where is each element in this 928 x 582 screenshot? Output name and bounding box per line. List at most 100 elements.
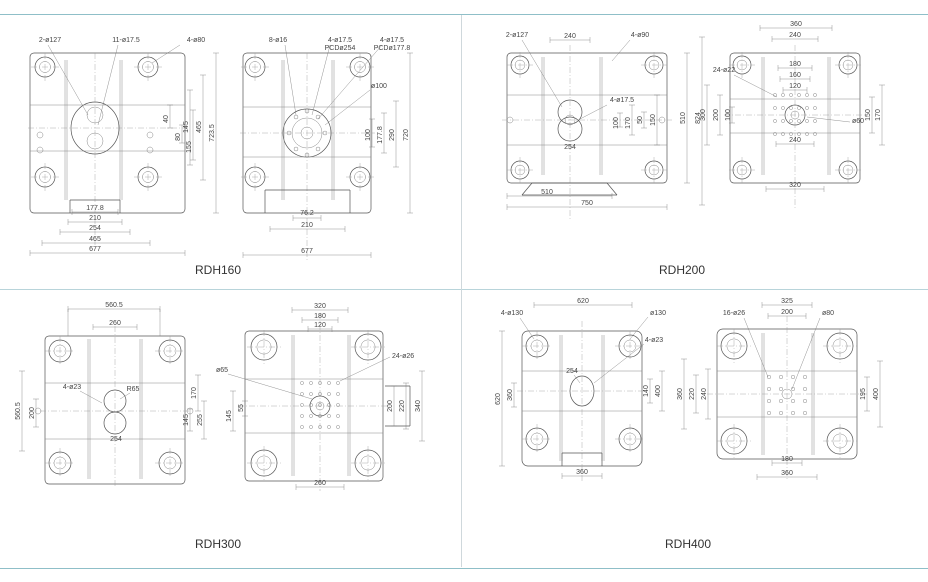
dimension-label: 4-ø90 [631, 32, 649, 39]
dimension-label: 465 [196, 121, 203, 133]
dimension-label: 4-ø17.5 [610, 97, 634, 104]
line [521, 182, 533, 196]
bore-hole [805, 93, 809, 97]
bore-hole [658, 116, 666, 124]
dimension-label: 240 [564, 33, 576, 40]
line [284, 44, 297, 116]
line [743, 317, 769, 378]
line [606, 182, 618, 196]
dimension-label: 4-ø17.5 [380, 37, 404, 44]
dimension-label: 11-ø17.5 [112, 37, 140, 44]
bore-hole [813, 119, 817, 123]
dimension-label: 360 [781, 470, 793, 477]
dimension-label: 254 [564, 144, 576, 151]
dimension-label: 220 [689, 388, 696, 400]
dimension-label: 195 [860, 388, 867, 400]
bore-hole [805, 119, 809, 123]
bore-hole [802, 386, 808, 392]
bore-hole [789, 132, 793, 136]
dimension-label: 2-ø127 [39, 37, 61, 44]
dimension-label: 4-ø130 [501, 310, 523, 317]
line [791, 317, 821, 390]
bore-hole [336, 392, 340, 396]
dimension-label: 170 [625, 117, 632, 129]
dimension-label: PCDø254 [325, 45, 356, 52]
dimension-label: 200 [713, 109, 720, 121]
dimension-label: 24-ø26 [392, 353, 414, 360]
bore-hole [315, 114, 321, 120]
bore-hole [766, 374, 772, 380]
caption-rdh200: RDH200 [658, 263, 706, 277]
dimension-label: 320 [789, 182, 801, 189]
dimension-label: 177.8 [86, 205, 104, 212]
dimension-label: 620 [495, 393, 502, 405]
caption-rdh400: RDH400 [664, 537, 712, 551]
dimension-label: 254 [110, 436, 122, 443]
bore-hole [797, 119, 801, 123]
dimension-label: ø130 [650, 310, 666, 317]
bore-hole [781, 106, 785, 110]
bore-hole [309, 381, 313, 385]
dimension-label: 40 [163, 115, 170, 123]
bore-hole [778, 410, 784, 416]
bore-hole [146, 131, 154, 139]
bore-hole [802, 374, 808, 380]
bore-hole [336, 414, 340, 418]
line [119, 392, 131, 400]
line [97, 44, 119, 126]
bore-hole [318, 425, 322, 429]
dimension-label: 177.8 [377, 126, 384, 144]
dimension-label: 4-ø23 [63, 384, 81, 391]
bore-hole [327, 381, 331, 385]
bore-hole [778, 386, 784, 392]
bore-hole [309, 414, 313, 418]
bore-hole [790, 410, 796, 416]
bore-hole [322, 130, 328, 136]
dimension-label: 240 [789, 32, 801, 39]
dimension-label: 2-ø127 [506, 32, 528, 39]
bore-hole [309, 425, 313, 429]
dimension-label: 76.2 [300, 210, 314, 217]
dimension-label: 325 [781, 298, 793, 305]
dimension-label: 50 [637, 116, 644, 124]
dimension-label: 8-ø16 [269, 37, 287, 44]
dimension-label: 510 [680, 112, 687, 124]
dimension-label: 677 [301, 248, 313, 255]
line [324, 89, 371, 126]
dimension-label: ø100 [371, 83, 387, 90]
dimension-label: 360 [507, 389, 514, 401]
bore-hole [766, 410, 772, 416]
dimension-label: 560.5 [15, 402, 22, 420]
dimension-label: 360 [677, 388, 684, 400]
bore-hole [789, 106, 793, 110]
bore-hole [790, 398, 796, 404]
dimension-label: 180 [789, 61, 801, 68]
bore-hole [34, 407, 42, 415]
bore-hole [336, 381, 340, 385]
dimension-label: 400 [873, 388, 880, 400]
line [611, 39, 631, 62]
bore-hole [293, 114, 299, 120]
dimension-label: 720 [403, 129, 410, 141]
bore-hole [773, 132, 777, 136]
dimension-label: 170 [191, 387, 198, 399]
dimension-label: 145 [183, 121, 190, 133]
bore-hole [813, 106, 817, 110]
line [573, 374, 581, 384]
bore-hole [300, 392, 304, 396]
bore-hole [789, 93, 793, 97]
bore-hole [36, 131, 44, 139]
dimension-label: 240 [789, 137, 801, 144]
dimension-label: 360 [790, 21, 802, 28]
dimension-label: 210 [301, 222, 313, 229]
dimension-label: 80 [175, 133, 182, 141]
dimension-label: 465 [89, 236, 101, 243]
bore-hole [802, 398, 808, 404]
dimension-label: 723.5 [209, 124, 216, 142]
dimension-label: 240 [701, 388, 708, 400]
line [593, 343, 645, 384]
dimension-label: 750 [581, 200, 593, 207]
dimension-label: 155 [186, 141, 193, 153]
